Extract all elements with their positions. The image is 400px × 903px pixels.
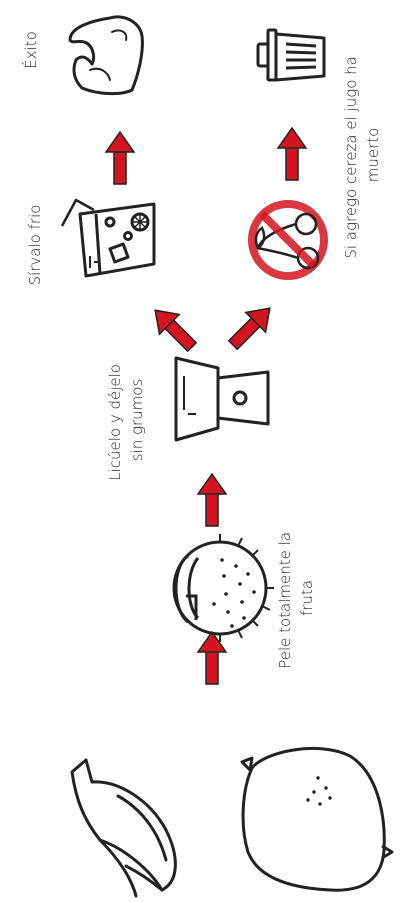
banana-icon <box>70 758 177 898</box>
no-cherry-icon <box>248 200 328 280</box>
arrow-to-blend <box>197 473 227 527</box>
blender-icon <box>174 356 270 442</box>
serve-label: Sírvalo frio <box>26 205 44 286</box>
arrow-to-trash <box>277 127 307 181</box>
success-label: Éxito <box>21 31 40 69</box>
arrow-to-success <box>105 131 135 185</box>
lemon-icon <box>240 746 394 892</box>
arrow-to-cherry <box>222 297 281 356</box>
trash-can-icon <box>256 28 326 82</box>
flexed-arm-icon <box>68 15 144 96</box>
blend-label: Licúelo y déjelo sin grumos <box>106 359 146 481</box>
juice-glass-icon <box>60 198 156 278</box>
rambutan-icon <box>172 534 274 642</box>
arrow-to-peel <box>197 631 227 685</box>
cherry-warning-label: Si agrego cereza el jugo ha muerto <box>342 51 382 258</box>
arrow-to-serve <box>144 299 203 358</box>
peel-label: Pele totalmente la fruta <box>276 527 316 669</box>
